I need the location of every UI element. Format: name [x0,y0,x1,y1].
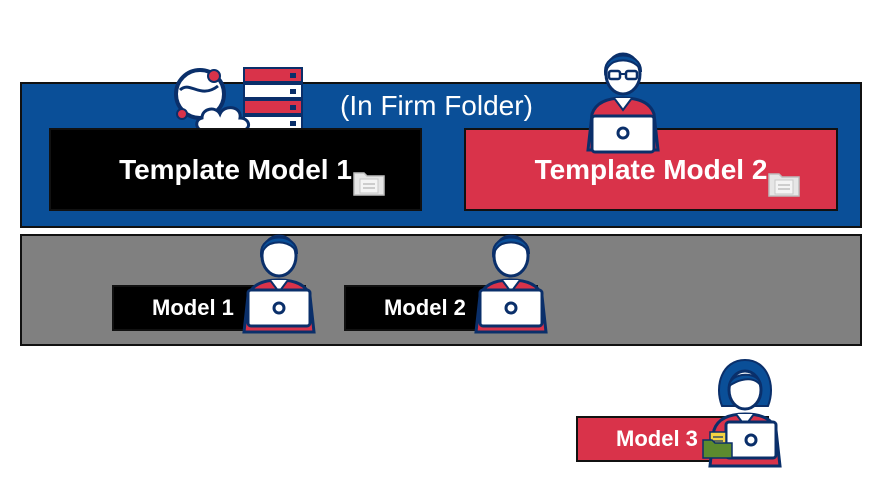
folder-icon [702,431,733,459]
document-icon [768,173,800,197]
template-model-2-label: Template Model 2 [534,153,768,185]
user-laptop-icon [242,234,316,334]
user-laptop-icon [474,234,548,334]
model-1-label: Model 1 [152,295,234,320]
user-glasses-laptop-icon [586,52,660,154]
firm-folder-label: (In Firm Folder) [340,90,533,121]
template-model-1-label: Template Model 1 [119,153,352,185]
model-3-label: Model 3 [616,426,698,451]
model-2-label: Model 2 [384,295,466,320]
template-model-1-box[interactable]: Template Model 1 [49,128,422,211]
folder-icon [353,172,385,196]
user-female-laptop-icon [708,358,782,468]
template-model-2-box[interactable]: Template Model 2 [464,128,838,211]
